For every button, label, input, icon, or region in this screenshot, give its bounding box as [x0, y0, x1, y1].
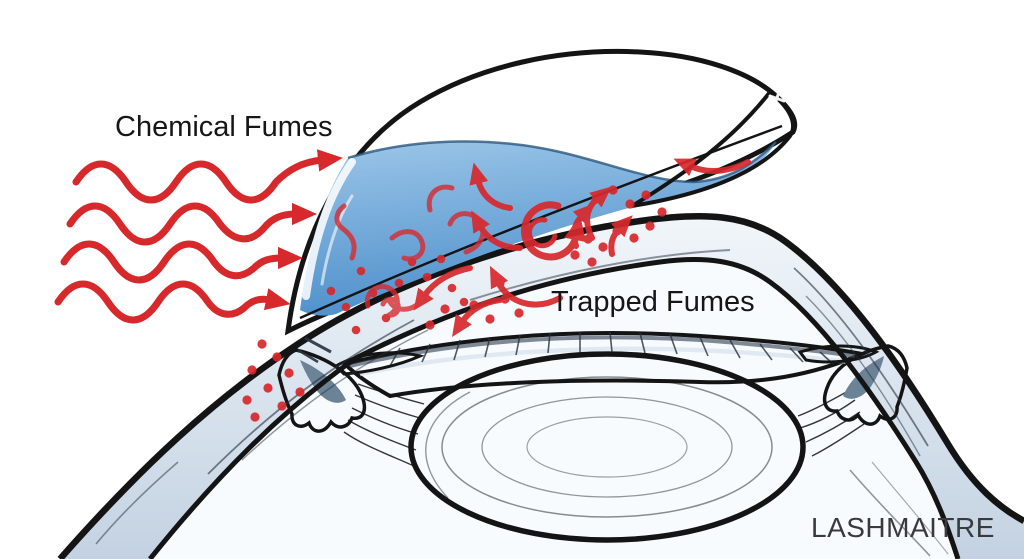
- cornea-outer-outline: [57, 213, 1024, 559]
- trapped-fume-swirls: [242, 158, 751, 422]
- lens-highlight: [302, 158, 356, 300]
- fume-wave-arrow: [72, 149, 343, 204]
- iris-pigment-right: [797, 344, 880, 364]
- eye-interior: [150, 259, 958, 559]
- chemical-fume-arrows: [54, 149, 343, 324]
- contact-lens: [284, 49, 798, 336]
- iris: [333, 331, 880, 399]
- cornea-inner-outline: [148, 256, 961, 559]
- fume-wave-arrow: [60, 240, 304, 284]
- lens-highlight-small: [320, 194, 354, 286]
- fume-spiral-arrow: [521, 201, 587, 261]
- contact-lens-rim-curl: [630, 89, 796, 208]
- lens-sparkle: [768, 90, 786, 106]
- fume-wave-arrow: [54, 280, 291, 324]
- fume-wave-arrow: [66, 202, 318, 246]
- iris-radial-lines: [389, 331, 834, 367]
- contact-lens-fluid: [300, 141, 776, 316]
- watermark-text: LASHMAITRE: [811, 512, 995, 543]
- fume-dots: [242, 185, 667, 422]
- trapped-fumes-label: Trapped Fumes: [551, 286, 755, 318]
- chemical-fumes-label: Chemical Fumes: [115, 111, 333, 143]
- ciliary-body-right: [822, 344, 909, 426]
- crystalline-lens: [408, 351, 806, 543]
- eye-cross-section: [57, 213, 1024, 559]
- fluid-meniscus-line: [347, 140, 777, 184]
- sclera-texture-lines: [95, 249, 949, 557]
